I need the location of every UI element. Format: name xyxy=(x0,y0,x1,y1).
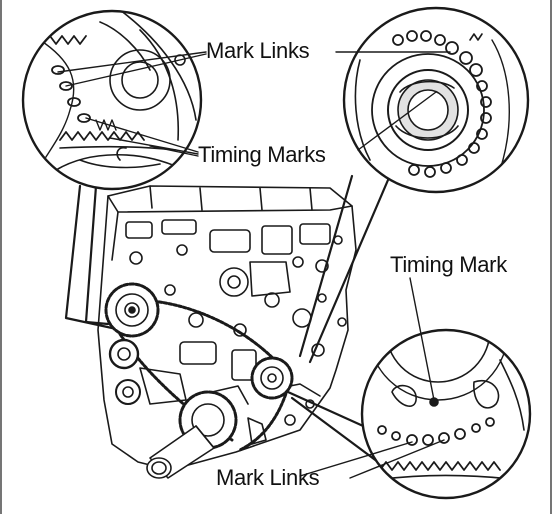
engine-block xyxy=(97,185,357,479)
zoom-circle-top-right xyxy=(342,6,530,194)
callout-connectors xyxy=(64,174,390,464)
label-mark-links-top: Mark Links xyxy=(206,38,310,63)
cam-sprocket-right xyxy=(250,356,294,400)
label-mark-links-bottom: Mark Links xyxy=(216,465,320,490)
label-timing-mark: Timing Mark xyxy=(390,252,507,277)
zoom-circle-top-left xyxy=(21,9,203,191)
crankshaft-nose xyxy=(146,425,215,479)
leader-lines xyxy=(57,51,451,479)
cam-sprocket-left xyxy=(104,282,160,338)
label-timing-marks: Timing Marks xyxy=(198,142,326,167)
